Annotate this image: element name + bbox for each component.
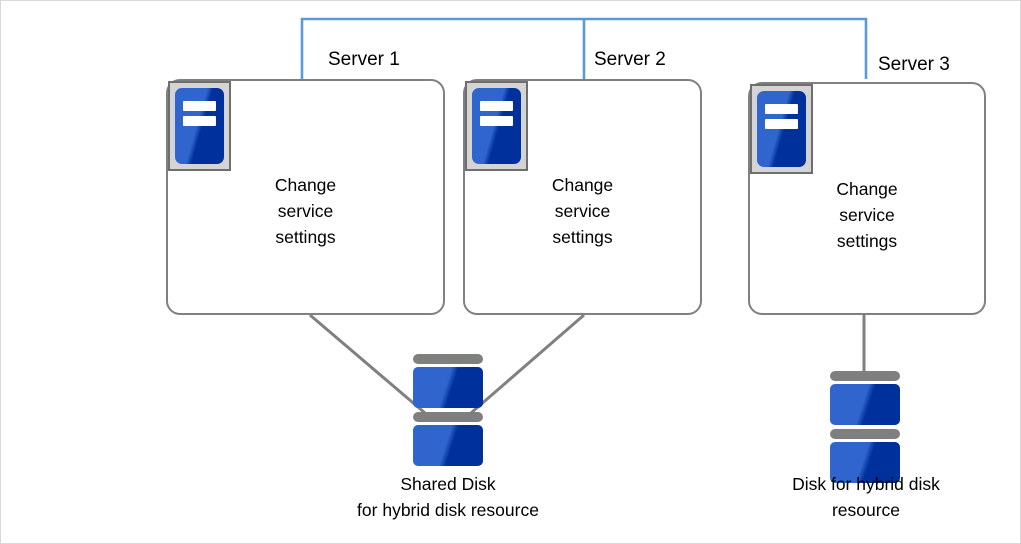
server-1-body-line-2: service (277, 201, 334, 221)
server-3-body-line-1: Change (836, 179, 898, 199)
server-1-body-line-3: settings (275, 227, 336, 247)
disk-platter-top (830, 384, 900, 425)
server-3-label: Server 3 (878, 54, 950, 75)
disk-bar-top (830, 371, 900, 381)
disk-bar-top (413, 354, 483, 364)
server-2-body-text: Change service settings (465, 172, 700, 250)
shared-disk-caption-line-1: Shared Disk (400, 474, 496, 494)
disk-bar-middle (830, 429, 900, 439)
shared-disk-connectors (309, 313, 585, 415)
server3-disk-caption: Disk for hybrid disk resource (731, 471, 1001, 523)
server-3-server-icon (750, 84, 813, 174)
shared-disk-caption-line-2: for hybrid disk resource (357, 500, 539, 520)
server-icon-slot-top (764, 103, 799, 114)
server-icon-body (472, 88, 521, 164)
server3-disk-icon (830, 371, 900, 483)
server-3-body-line-2: service (839, 205, 895, 225)
disk-platter-bottom (830, 442, 900, 483)
server-icon-body (757, 91, 806, 167)
server-2-label: Server 2 (594, 49, 666, 70)
disk-platter-bottom (413, 425, 483, 466)
server3-disk-caption-line-2: resource (831, 500, 901, 520)
server-1-label: Server 1 (328, 49, 400, 70)
server-2-body-line-2: service (554, 201, 611, 221)
server-2-body-line-1: Change (551, 175, 614, 195)
server-icon-slot-bottom (479, 116, 514, 126)
server3-disk-caption-line-1: Disk for hybrid disk (792, 474, 940, 494)
cluster-interconnect-bracket (300, 17, 868, 79)
server-icon-slot-top (182, 100, 217, 111)
server-1-body-text: Change service settings (168, 172, 443, 250)
server-1-server-icon (168, 81, 231, 171)
shared-disk-icon (413, 354, 483, 466)
shared-disk-caption: Shared Disk for hybrid disk resource (298, 471, 598, 523)
server-3-body-text: Change service settings (750, 176, 984, 254)
server-3-body-line-3: settings (836, 231, 898, 251)
disk-bar-middle (413, 412, 483, 422)
server-icon-slot-bottom (764, 119, 799, 129)
server-icon-slot-top (479, 100, 514, 111)
server-1-body-line-1: Change (274, 175, 337, 195)
disk-platter-top (413, 367, 483, 408)
server-2-server-icon (465, 81, 528, 171)
server-icon-slot-bottom (182, 116, 217, 126)
server-icon-body (175, 88, 224, 164)
server-2-body-line-3: settings (552, 227, 613, 247)
